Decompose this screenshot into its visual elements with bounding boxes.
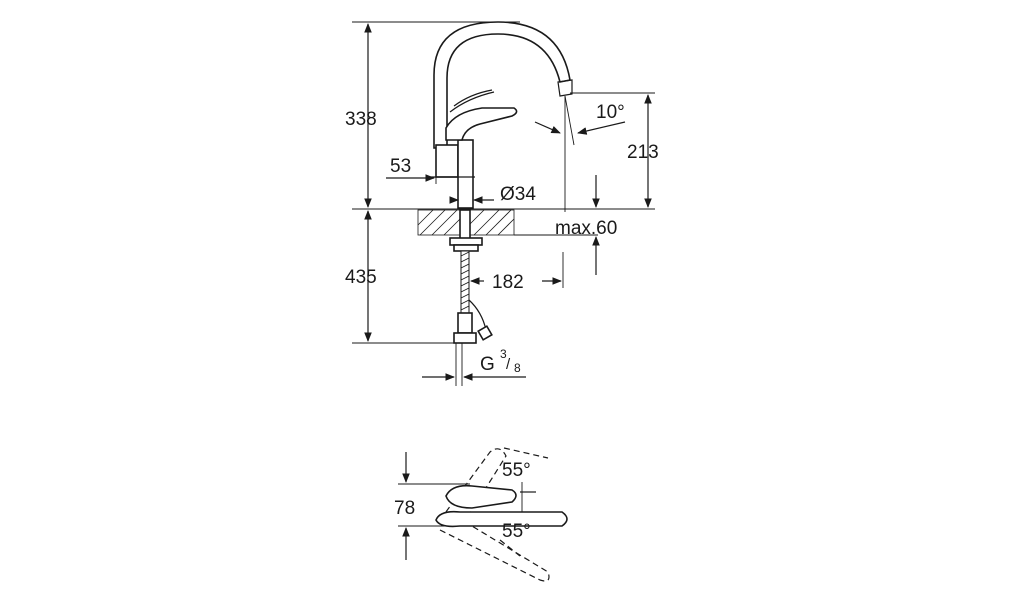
faucet-column	[457, 139, 474, 209]
spout-angle-label: 10°	[596, 102, 625, 123]
spout-top-view	[435, 510, 568, 528]
top-view: 78 55° 55°	[394, 447, 568, 582]
thread-denominator: 8	[514, 361, 521, 375]
angle-arrow-right	[577, 121, 626, 135]
hose-fitting-right	[477, 325, 493, 341]
countertop-right	[469, 209, 515, 236]
spout-reach-label: 182	[492, 272, 524, 293]
thread-numerator: 3	[500, 347, 507, 361]
lever-top-view	[445, 484, 517, 509]
height-below-deck-label: 435	[345, 267, 377, 288]
spout-height-label: 213	[627, 142, 659, 163]
height-above-deck-label: 338	[345, 109, 377, 130]
spout-outlet	[557, 79, 573, 97]
lever-handle	[445, 107, 518, 141]
thread-slash: /	[506, 356, 511, 373]
spout-angle-line	[564, 95, 575, 146]
lever-rotated-up-outline	[439, 448, 507, 527]
side-view: 338 435 213 10° 53 Ø34	[345, 21, 659, 386]
deck-thickness-label: max.60	[555, 218, 617, 239]
mounting-stud	[459, 209, 471, 241]
handle-depth-label: 78	[394, 498, 415, 519]
angle-arrow-left	[534, 121, 561, 134]
lever-rotated-down-outline	[439, 519, 550, 582]
lever-up-outline	[449, 91, 495, 113]
lever-up-outline-2	[453, 89, 493, 107]
lever-rotated-down-line	[499, 539, 521, 557]
faucet-body	[435, 144, 459, 178]
lever-rotated-up-line	[503, 447, 549, 459]
hose-nut	[453, 332, 477, 344]
body-offset-label: 53	[390, 156, 411, 177]
lever-angle-down-label: 55°	[502, 521, 531, 542]
countertop-hatching	[417, 209, 515, 236]
hose-braid	[460, 251, 470, 311]
hose-fitting	[457, 312, 473, 334]
connection-thread-label: G	[480, 354, 495, 375]
mounting-plate	[449, 237, 483, 246]
body-diameter-label: Ø34	[500, 184, 536, 205]
lever-angle-up-label: 55°	[502, 460, 531, 481]
mounting-nut	[453, 244, 479, 252]
